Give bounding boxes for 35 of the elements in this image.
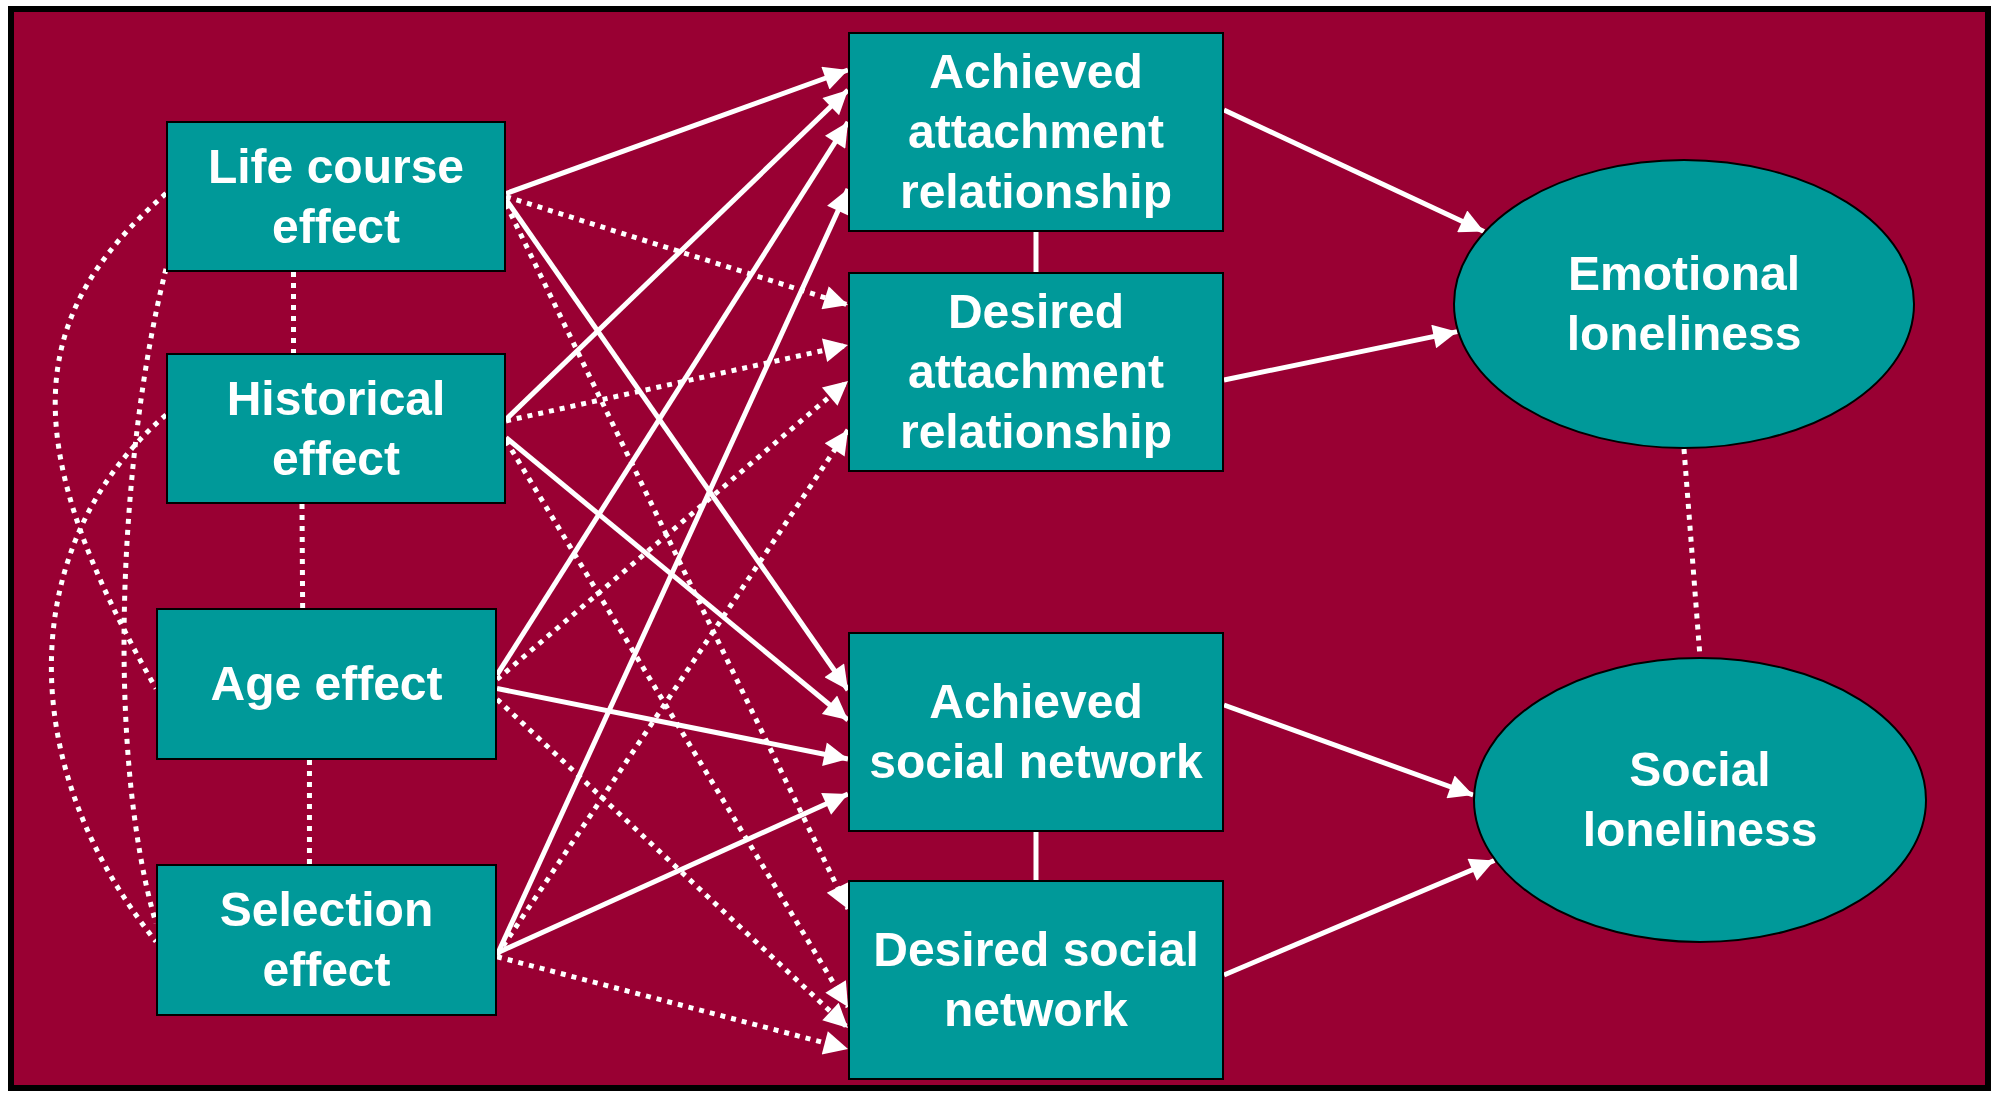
process-box <box>848 880 1224 1080</box>
arrow <box>505 66 849 196</box>
dotted-line <box>49 413 168 943</box>
dotted-line <box>52 191 168 690</box>
node-label: Desired attachment relationship <box>898 284 1173 460</box>
line <box>1033 232 1039 272</box>
node-label: Social loneliness <box>1581 742 1819 858</box>
arrow <box>1223 702 1474 799</box>
process-box <box>848 272 1224 472</box>
node-label: Age effect <box>210 656 443 712</box>
ellipse-node <box>1453 159 1915 449</box>
dotted-line <box>291 272 296 353</box>
process-box <box>166 121 506 272</box>
node-label: Life course effect <box>206 138 466 255</box>
arrow <box>496 686 849 767</box>
process-box <box>166 353 506 504</box>
dotted-line <box>306 760 312 864</box>
node-label: Selection effect <box>218 882 435 998</box>
line <box>1033 832 1039 880</box>
process-box <box>848 632 1224 832</box>
process-box <box>848 32 1224 232</box>
node-label: Achieved attachment relationship <box>898 44 1173 220</box>
dotted-arrow <box>496 954 849 1055</box>
node-label: Desired social network <box>872 922 1200 1038</box>
node-label: Emotional loneliness <box>1565 246 1803 362</box>
node-label: Achieved social network <box>868 674 1204 790</box>
process-box <box>156 608 497 760</box>
dotted-arrow <box>505 338 849 424</box>
process-box <box>156 864 497 1016</box>
dotted-arrow <box>505 194 849 310</box>
arrow <box>1223 858 1496 978</box>
ellipse-node <box>1473 657 1927 943</box>
node-label: Historical effect <box>225 370 447 487</box>
dotted-line <box>299 504 306 608</box>
arrow <box>1223 324 1458 383</box>
